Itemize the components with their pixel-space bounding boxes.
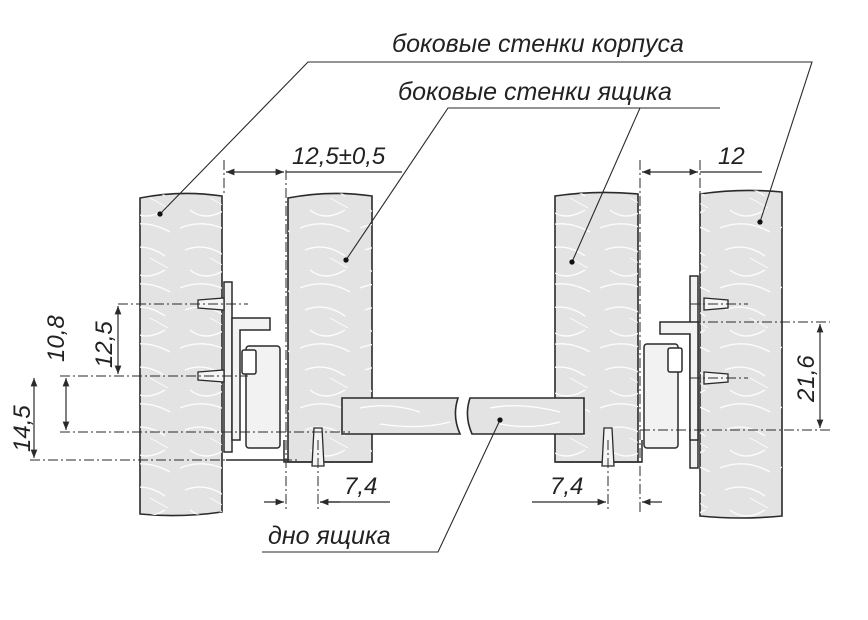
dim-offset-left: 7,4 (344, 473, 377, 500)
label-drawer-bottom: дно ящика (268, 522, 391, 550)
drawer-slide-right (555, 275, 699, 469)
dimension-lines (30, 168, 824, 506)
dim-height-14-5: 14,5 (9, 405, 36, 452)
dim-height-10-8: 10,8 (43, 315, 70, 362)
leader-lines (157, 61, 813, 553)
dim-height-12-5: 12,5 (91, 321, 118, 368)
dim-height-21-6: 21,6 (793, 355, 820, 403)
dim-gap-right: 12 (718, 143, 745, 170)
cabinet-wall-right (699, 189, 783, 519)
dim-offset-right: 7,4 (550, 473, 583, 500)
cabinet-wall-left (139, 192, 223, 517)
drawer-wall-right (554, 191, 639, 463)
drawer-wall-left (287, 192, 373, 463)
reference-lines (30, 160, 830, 512)
dim-gap-left: 12,5±0,5 (292, 143, 386, 170)
drawer-slide-left (223, 281, 372, 463)
drawer-bottom-panel (341, 397, 585, 435)
label-drawer-walls: боковые стенки ящика (398, 78, 672, 106)
label-cabinet-walls: боковые стенки корпуса (392, 30, 684, 58)
